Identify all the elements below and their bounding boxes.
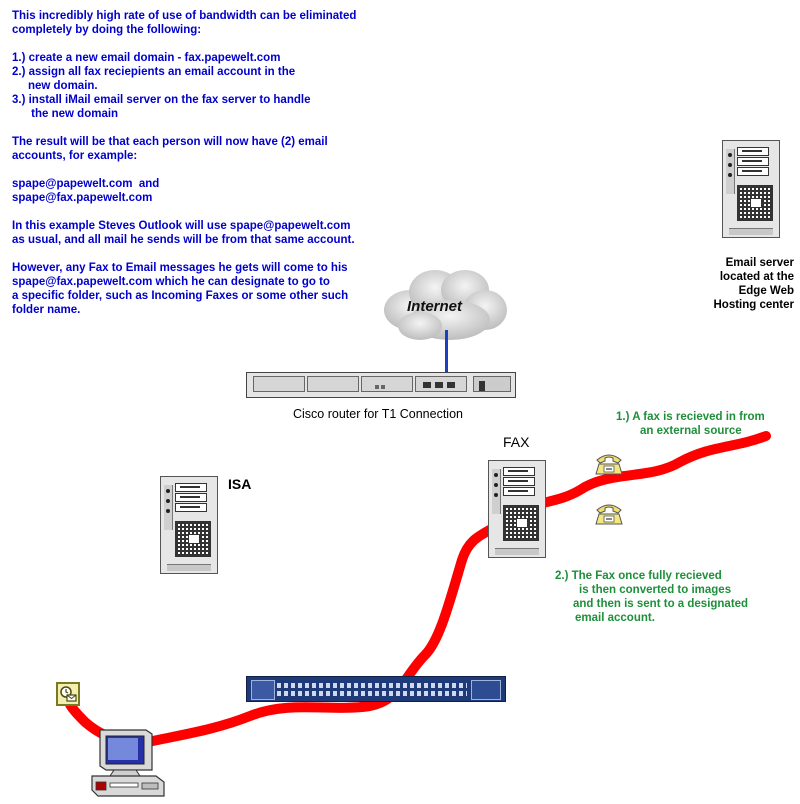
note-2-line-1: 2.) The Fax once fully recieved <box>555 570 722 582</box>
email-server-line-4: Hosting center <box>713 299 794 311</box>
network-switch-icon <box>246 676 506 702</box>
note-1-line-1: 1.) A fax is recieved in from <box>616 411 765 423</box>
step-3: 3.) install iMail email server on the fa… <box>12 94 311 106</box>
note-2-line-4: email account. <box>575 612 655 624</box>
fax-server-icon <box>488 460 546 558</box>
note-2-line-2: is then converted to images <box>579 584 732 596</box>
email-server-line-3: Edge Web <box>738 285 794 297</box>
email-server-icon <box>722 140 780 238</box>
email-server-label: Email server located at the Edge Web Hos… <box>700 256 794 312</box>
fax-label: FAX <box>503 434 530 450</box>
step-2-cont: new domain. <box>12 80 98 92</box>
internet-label: Internet <box>407 298 463 315</box>
email-server-line-2: located at the <box>719 271 794 283</box>
fax-email-line-2: spape@fax.papewelt.com which he can desi… <box>12 276 330 288</box>
note-2-line-3: and then is sent to a designated <box>573 598 749 610</box>
fax-email-line-1: However, any Fax to Email messages he ge… <box>12 262 348 274</box>
step-1: 1.) create a new email domain - fax.pape… <box>12 52 281 64</box>
email-server-line-1: Email server <box>725 257 794 269</box>
example-2: spape@fax.papewelt.com <box>12 192 153 204</box>
rack-router-icon <box>246 372 516 398</box>
note-1-line-2: an external source <box>640 425 742 437</box>
outlook-line-2: as usual, and all mail he sends will be … <box>12 234 355 246</box>
isa-server-icon <box>160 476 218 574</box>
internet-cloud-icon <box>384 270 507 340</box>
desktop-computer-icon <box>91 729 165 797</box>
cloud-router-link <box>445 330 448 374</box>
router-caption: Cisco router for T1 Connection <box>293 407 463 421</box>
intro-line-1: This incredibly high rate of use of band… <box>12 10 357 22</box>
fax-email-line-3: a specific folder, such as Incoming Faxe… <box>12 290 349 302</box>
outlook-line-1: In this example Steves Outlook will use … <box>12 220 351 232</box>
result-line-2: accounts, for example: <box>12 150 138 162</box>
result-line-1: The result will be that each person will… <box>12 136 328 148</box>
telephone-icon <box>595 504 623 525</box>
fax-email-line-4: folder name. <box>12 304 81 316</box>
example-1: spape@papewelt.com and <box>12 178 160 190</box>
isa-label: ISA <box>228 476 252 492</box>
intro-line-2: completely by doing the following: <box>12 24 202 36</box>
step-3-cont: the new domain <box>12 108 119 120</box>
telephone-icon <box>595 454 623 475</box>
step-2: 2.) assign all fax reciepients an email … <box>12 66 296 78</box>
outlook-icon <box>56 682 80 706</box>
